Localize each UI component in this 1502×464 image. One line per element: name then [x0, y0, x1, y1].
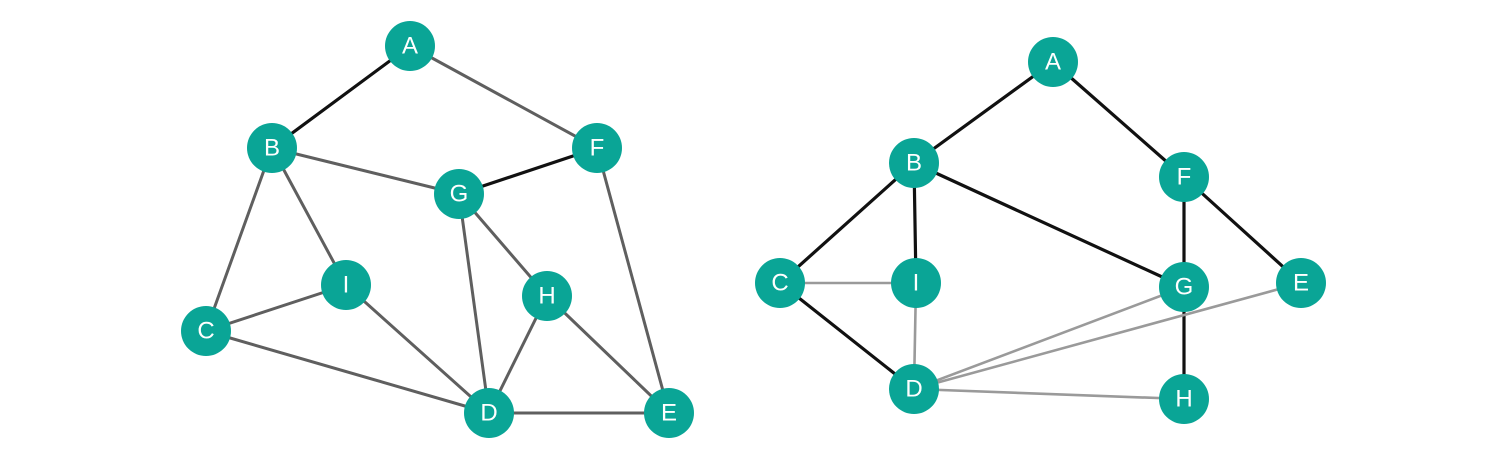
left-edge-b-i — [270, 146, 348, 287]
left-edge-a-b — [270, 44, 412, 150]
right-node-g: G — [1159, 262, 1209, 312]
right-node-h: H — [1159, 374, 1209, 424]
right-node-circle-a — [1028, 37, 1078, 87]
left-node-d: D — [464, 388, 514, 438]
right-node-circle-i — [891, 258, 941, 308]
left-graph-edges — [204, 44, 671, 415]
left-node-circle-g — [434, 169, 484, 219]
left-edge-c-d — [204, 329, 491, 415]
right-node-e: E — [1276, 258, 1326, 308]
right-edge-a-b — [912, 60, 1055, 165]
left-node-a: A — [385, 21, 435, 71]
right-edge-b-c — [778, 161, 916, 285]
right-node-label-b: B — [906, 150, 922, 177]
right-node-label-d: D — [905, 376, 922, 403]
left-node-label-i: I — [343, 272, 350, 299]
left-node-label-a: A — [402, 33, 418, 60]
right-edge-d-h — [912, 387, 1186, 401]
right-node-circle-e — [1276, 258, 1326, 308]
left-edge-b-g — [270, 146, 461, 196]
left-edge-b-c — [204, 146, 274, 333]
right-node-d: D — [889, 364, 939, 414]
left-edge-i-d — [344, 283, 491, 415]
right-node-circle-f — [1159, 152, 1209, 202]
left-node-circle-i — [321, 260, 371, 310]
right-node-circle-d — [889, 364, 939, 414]
right-graph-edges — [778, 60, 1303, 401]
left-node-c: C — [181, 306, 231, 356]
left-node-circle-a — [385, 21, 435, 71]
left-node-f: F — [572, 123, 622, 173]
left-node-g: G — [434, 169, 484, 219]
right-node-label-c: C — [771, 270, 788, 297]
left-edge-g-d — [457, 192, 491, 415]
left-node-label-b: B — [264, 135, 280, 162]
right-node-b: B — [889, 138, 939, 188]
right-graph-nodes: A B F C I G E D H — [755, 37, 1326, 424]
left-node-circle-e — [644, 388, 694, 438]
right-node-label-i: I — [913, 270, 920, 297]
left-node-h: H — [522, 271, 572, 321]
right-node-circle-h — [1159, 374, 1209, 424]
right-edge-f-e — [1182, 175, 1303, 285]
right-node-circle-b — [889, 138, 939, 188]
left-edge-h-e — [545, 294, 671, 415]
left-node-label-e: E — [661, 400, 677, 427]
left-node-circle-h — [522, 271, 572, 321]
left-graph-nodes: A B F G I H C D E — [181, 21, 694, 438]
left-node-label-c: C — [197, 318, 214, 345]
left-node-label-h: H — [538, 283, 555, 310]
right-edge-c-d — [778, 281, 916, 391]
right-edge-b-g — [912, 161, 1186, 289]
left-node-circle-f — [572, 123, 622, 173]
right-node-label-e: E — [1293, 270, 1309, 297]
right-node-circle-c — [755, 258, 805, 308]
right-node-c: C — [755, 258, 805, 308]
right-node-label-h: H — [1175, 386, 1192, 413]
left-node-label-d: D — [480, 400, 497, 427]
right-node-f: F — [1159, 152, 1209, 202]
left-node-label-g: G — [450, 181, 469, 208]
right-edge-d-g — [912, 285, 1186, 391]
right-graph: A B F C I G E D H — [755, 37, 1326, 424]
left-node-circle-b — [247, 123, 297, 173]
right-edge-a-f — [1051, 60, 1186, 179]
right-node-label-a: A — [1045, 49, 1061, 76]
right-node-a: A — [1028, 37, 1078, 87]
left-edge-a-f — [408, 44, 599, 150]
left-node-i: I — [321, 260, 371, 310]
left-node-circle-c — [181, 306, 231, 356]
left-node-b: B — [247, 123, 297, 173]
left-graph: A B F G I H C D E — [181, 21, 694, 438]
left-node-circle-d — [464, 388, 514, 438]
right-edge-d-e — [912, 281, 1303, 391]
left-edge-f-e — [595, 146, 671, 415]
right-node-label-f: F — [1177, 164, 1192, 191]
right-node-circle-g — [1159, 262, 1209, 312]
right-node-label-g: G — [1175, 274, 1194, 301]
left-node-label-f: F — [590, 135, 605, 162]
left-node-e: E — [644, 388, 694, 438]
right-node-i: I — [891, 258, 941, 308]
